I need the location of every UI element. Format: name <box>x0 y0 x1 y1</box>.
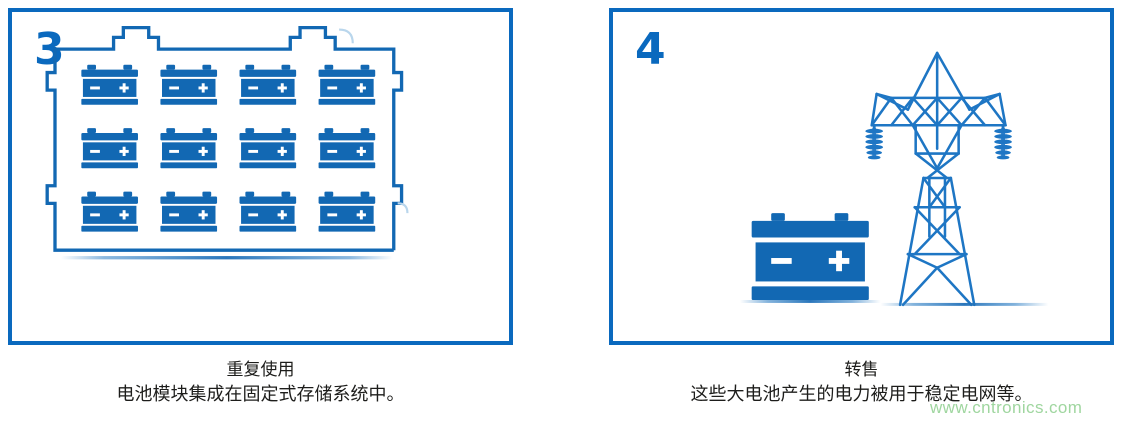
large-battery-shape <box>739 213 881 303</box>
insulator-left-shape <box>865 125 883 160</box>
step-block-3: 3 <box>0 0 521 427</box>
step-4-number: 4 <box>635 24 666 75</box>
step-4-caption-title: 转售 <box>844 360 879 380</box>
transmission-tower-shape <box>870 51 1007 307</box>
step-block-4: 4 <box>601 0 1121 427</box>
step-3-caption-title: 重复使用 <box>226 360 295 380</box>
step-4-caption: 转售 这些大电池产生的电力被用于稳定电网等。 <box>601 358 1121 408</box>
step-4-panel: 4 <box>609 8 1114 345</box>
insulator-right-shape <box>994 125 1012 160</box>
tower-battery-illustration <box>613 12 1110 341</box>
step-4-caption-body: 这些大电池产生的电力被用于稳定电网等。 <box>690 384 1033 405</box>
step-3-caption: 重复使用 电池模块集成在固定式存储系统中。 <box>0 358 521 408</box>
step-3-panel: 3 <box>8 8 513 345</box>
battery-rack-illustration <box>12 12 509 341</box>
step-3-caption-body: 电池模块集成在固定式存储系统中。 <box>116 384 405 405</box>
